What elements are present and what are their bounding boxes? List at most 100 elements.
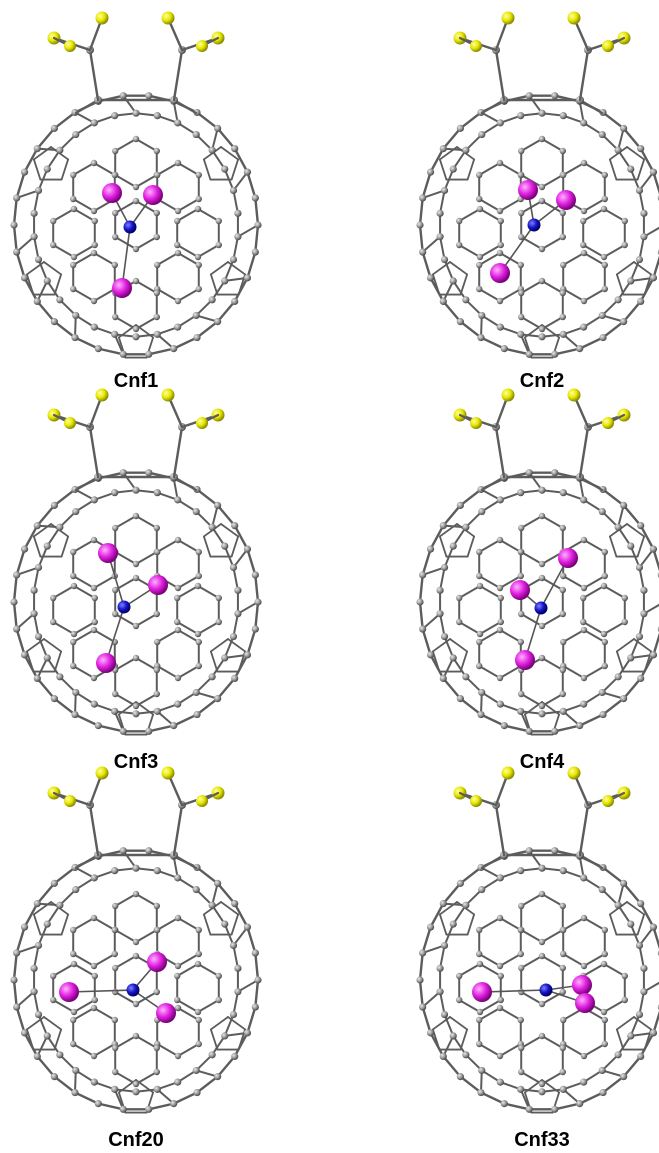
carbon-atom: [456, 594, 463, 602]
cage-bond: [562, 703, 585, 713]
carbon-atom: [517, 330, 525, 338]
carbon-atom: [132, 1032, 140, 1040]
carbon-atom: [580, 159, 588, 167]
carbon-atom: [559, 489, 567, 497]
carbon-atom: [215, 996, 222, 1004]
cage-bond: [480, 691, 502, 706]
cage-bond: [429, 524, 445, 551]
cage-bond: [36, 279, 49, 303]
carbon-atom: [254, 221, 262, 229]
cage-bond: [443, 635, 455, 659]
cage-bond: [421, 547, 432, 577]
nitrogen-atom: [117, 600, 131, 614]
carbon-atom: [538, 277, 546, 285]
sulfur-atom: [602, 417, 614, 429]
carbon-atom: [91, 241, 98, 249]
panel-label-cnf1: Cnf1: [114, 370, 158, 392]
carbon-atom: [538, 574, 546, 582]
cage-bond: [15, 925, 26, 955]
cage-bond: [74, 314, 96, 329]
carbon-atom: [614, 1051, 622, 1059]
carbon-atom: [72, 885, 80, 894]
carbon-atom: [111, 707, 119, 715]
cage-bond: [562, 917, 585, 931]
cage-bond: [156, 162, 179, 176]
cage-bond: [458, 244, 481, 258]
cage-bond: [418, 600, 424, 631]
carbon-atom: [560, 1016, 567, 1024]
carbon-atom: [416, 976, 424, 984]
carbon-atom: [496, 323, 504, 331]
cage-bond: [122, 849, 137, 870]
cage-bond: [479, 1091, 506, 1105]
carbon-atom: [439, 1052, 447, 1061]
carbon-atom: [635, 941, 644, 950]
cage-bond: [117, 701, 137, 716]
carbon-atom: [94, 1100, 102, 1108]
carbon-atom: [153, 289, 160, 297]
cage-bond: [459, 111, 483, 130]
carbon-atom: [476, 195, 483, 203]
cage-bond: [478, 198, 501, 212]
carbon-atom: [194, 630, 202, 638]
cage-bond: [53, 111, 77, 130]
cage-bond: [636, 535, 646, 558]
carbon-atom: [30, 233, 38, 241]
carbon-atom: [456, 241, 463, 249]
cage-bond: [15, 1005, 26, 1035]
carbon-atom: [90, 297, 98, 305]
carbon-atom: [538, 183, 546, 191]
cage-bond: [156, 629, 179, 643]
carbon-atom: [538, 890, 546, 898]
carbon-atom: [195, 548, 202, 556]
cage-bond: [172, 477, 179, 501]
carbon-atom: [478, 1066, 486, 1075]
cage-bond: [582, 1069, 604, 1084]
cage-bond: [25, 261, 45, 276]
carbon-atom: [221, 1032, 229, 1040]
cage-bond: [156, 710, 175, 727]
cage-bond: [636, 158, 646, 181]
carbon-atom: [477, 710, 485, 719]
carbon-atom: [208, 296, 216, 304]
cage-bond: [156, 703, 179, 713]
cage-bond: [466, 158, 476, 181]
carbon-atom: [426, 923, 435, 931]
cage-bond: [431, 1016, 451, 1031]
cage-bond: [15, 170, 26, 200]
cage-bond: [46, 149, 61, 171]
carbon-atom: [174, 496, 182, 504]
cage-bond: [43, 1016, 63, 1031]
carbon-atom: [174, 626, 182, 634]
carbon-atom: [90, 914, 98, 922]
carbon-atom: [426, 1029, 435, 1037]
cage-bond: [114, 236, 137, 250]
cage-bond: [443, 1013, 455, 1037]
sulfur-atom: [95, 766, 109, 780]
panel-label-cnf20: Cnf20: [108, 1129, 164, 1151]
carbon-atom: [56, 673, 64, 681]
cage-bond: [638, 189, 645, 215]
carbon-atom: [170, 345, 178, 353]
carbon-atom: [153, 112, 161, 120]
carbon-atom: [439, 297, 447, 306]
carbon-atom: [640, 209, 648, 217]
panel-cnf2: [416, 11, 659, 359]
cage-bond: [652, 547, 659, 572]
carbon-atom: [649, 168, 658, 176]
carbon-atom: [440, 632, 449, 641]
metal-atom: [143, 185, 163, 205]
cage-bond: [114, 613, 137, 627]
carbon-atom: [192, 688, 200, 697]
carbon-atom: [456, 124, 464, 132]
cage-bond: [223, 1013, 235, 1037]
carbon-atom: [13, 1003, 21, 1011]
carbon-atom: [174, 297, 182, 305]
carbon-atom: [221, 165, 229, 173]
cage-bond: [562, 326, 585, 336]
cage-bond: [629, 635, 641, 659]
cage-bond: [12, 600, 18, 631]
carbon-atom: [621, 594, 628, 602]
cage-bond: [617, 526, 632, 548]
